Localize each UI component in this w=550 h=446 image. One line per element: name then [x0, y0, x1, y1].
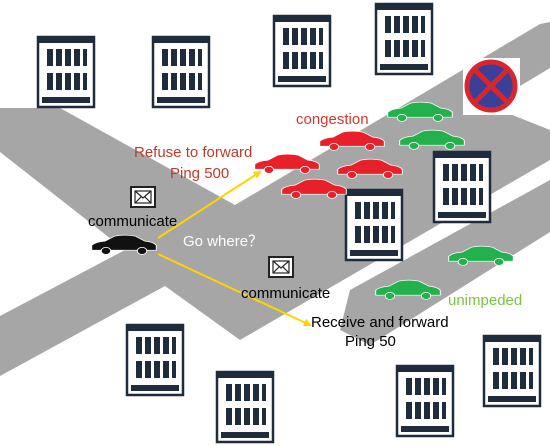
communicate-label-bottom: communicate: [241, 285, 330, 302]
unimpeded-label: unimpeded: [448, 292, 522, 309]
envelope-icon: [268, 256, 294, 278]
arrow-to-congestion: [157, 170, 262, 239]
building-top-center: [151, 35, 211, 109]
building-bottom-left: [125, 323, 185, 397]
congestion-label: congestion: [296, 111, 369, 128]
arrow-to-unimpeded: [157, 253, 312, 327]
congested-car: [254, 153, 320, 174]
go-where-label: Go where？: [183, 233, 263, 250]
receive-ping-label: Ping 50: [345, 333, 396, 350]
no-stopping-sign-icon: [463, 58, 520, 115]
envelope-icon: [130, 186, 156, 208]
communicate-label-top: communicate: [88, 213, 177, 230]
building-bottom-right: [395, 364, 455, 438]
building-top-mid: [272, 14, 332, 88]
building-right-middle: [432, 150, 492, 224]
building-top-right: [374, 2, 434, 76]
receive-forward-label: Receive and forward: [311, 314, 449, 331]
building-bottom-far-right: [482, 334, 542, 408]
refuse-forward-label: Refuse to forward: [134, 144, 252, 161]
lower-road-branch: [340, 180, 550, 345]
building-bottom-center: [215, 370, 275, 444]
building-top-left: [36, 35, 96, 109]
refuse-ping-label: Ping 500: [170, 165, 229, 182]
building-center: [344, 188, 404, 262]
